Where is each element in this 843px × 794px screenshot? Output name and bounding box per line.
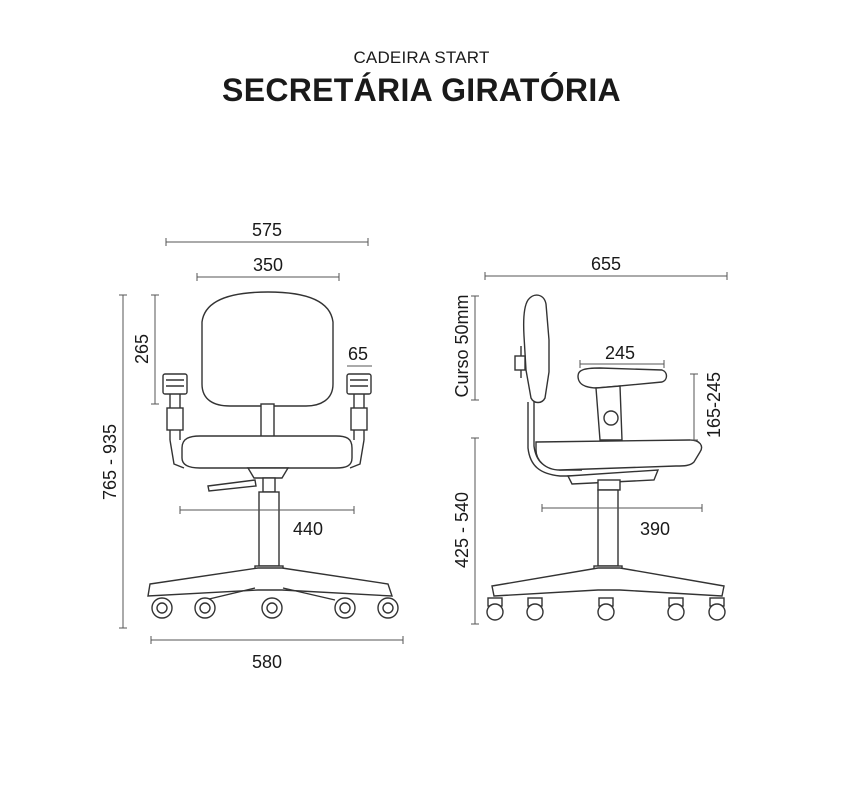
dim-390: 390 <box>640 519 670 539</box>
front-dimension-lines <box>119 238 404 644</box>
dim-curso-50mm: Curso 50mm <box>452 294 472 397</box>
front-casters <box>151 597 399 619</box>
front-lever <box>207 479 257 492</box>
side-view-chair <box>486 294 726 621</box>
side-knob <box>597 479 621 491</box>
front-star-base <box>147 567 393 597</box>
side-star-base <box>491 567 725 597</box>
dim-245: 245 <box>605 343 635 363</box>
dim-165-245: 165-245 <box>704 372 724 438</box>
front-right-armrest <box>346 373 372 469</box>
side-dimension-lines <box>471 272 728 625</box>
product-line: CADEIRA START <box>353 48 490 67</box>
side-back-knob <box>514 355 526 371</box>
front-gas-cylinder <box>258 491 280 567</box>
dim-655: 655 <box>591 254 621 274</box>
front-mechanism <box>246 467 290 479</box>
dim-350: 350 <box>253 255 283 275</box>
product-title: SECRETÁRIA GIRATÓRIA <box>222 72 621 108</box>
side-mechanism <box>566 469 660 485</box>
side-casters <box>486 597 726 621</box>
side-backrest <box>522 294 550 404</box>
dim-440: 440 <box>293 519 323 539</box>
front-backrest <box>201 291 334 407</box>
side-armrest <box>577 367 668 441</box>
dim-765-935: 765 - 935 <box>100 424 120 500</box>
dim-575: 575 <box>252 220 282 240</box>
front-left-armrest <box>162 373 188 469</box>
side-seat <box>535 439 703 471</box>
dim-265: 265 <box>132 334 152 364</box>
front-back-post <box>260 403 275 441</box>
dim-580: 580 <box>252 652 282 672</box>
side-back-support <box>527 402 582 477</box>
front-knob <box>262 477 276 493</box>
front-seat <box>181 435 353 469</box>
dim-425-540: 425 - 540 <box>452 492 472 568</box>
front-view-chair <box>147 291 399 619</box>
side-gas-cylinder <box>597 489 619 567</box>
dim-65: 65 <box>348 344 368 364</box>
